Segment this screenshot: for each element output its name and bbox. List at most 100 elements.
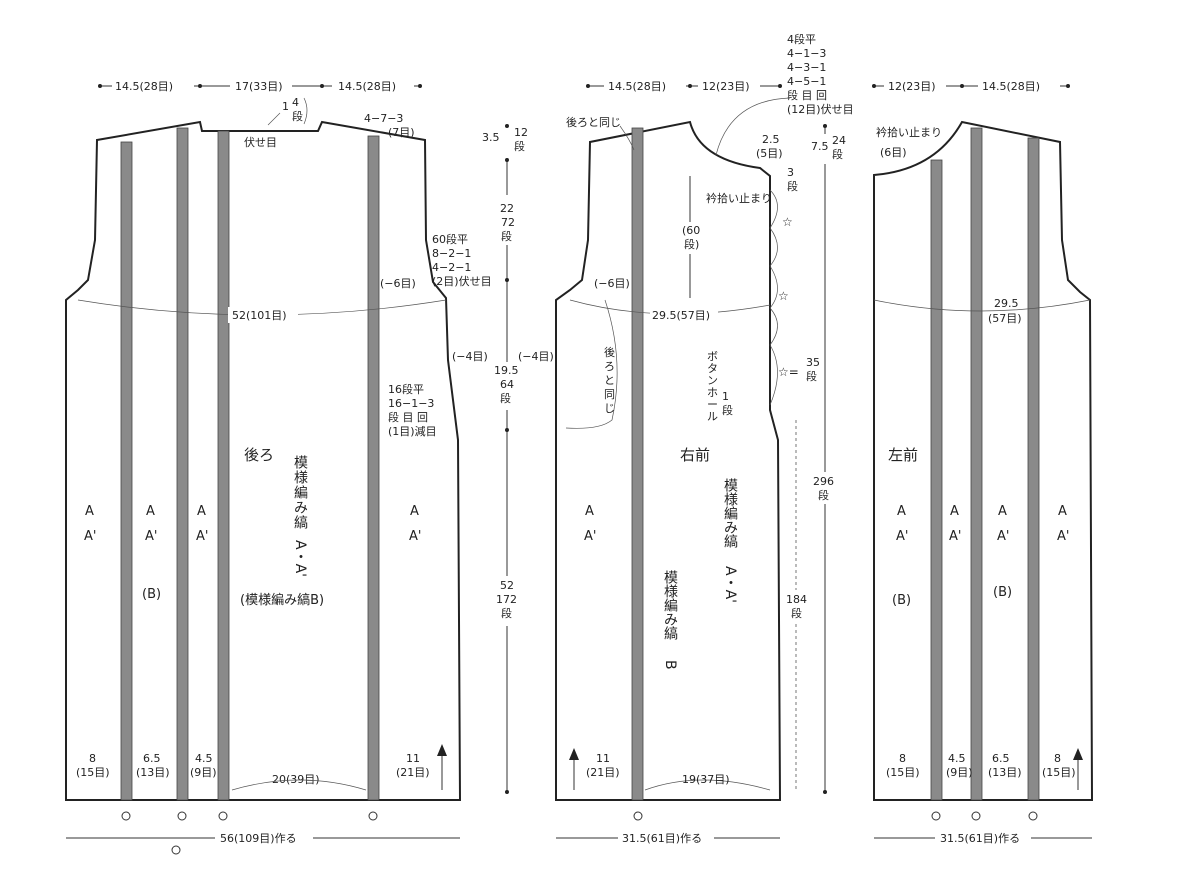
svg-text:A': A' [409,529,421,544]
svg-text:段: 段 [500,391,511,405]
svg-text:A': A' [1057,529,1069,544]
lf-top-measure-2: 14.5(28目) [982,80,1040,93]
back-side-shaping-4: (1目)減目 [388,424,437,438]
svg-text:A: A [585,504,594,519]
stripe-2 [176,127,189,801]
svg-text:19.5: 19.5 [494,364,519,377]
rf-band-rows: 184 [786,593,807,606]
lf-cast-on: 31.5(61目)作る [940,832,1020,845]
vertical-measures: 3.5 12 段 22 72 段 19.5 64 段 (−4目) 52 172 … [480,124,554,794]
back-neck-rows-2: 4 [292,96,299,109]
rf-top-measure-1: 14.5(28目) [608,80,666,93]
rf-bottom-1: 11 [596,752,610,765]
back-armhole-2: 8−2−1 [432,247,471,260]
left-front-outline [873,120,1094,801]
back-top-measure-2: 17(33目) [235,80,283,93]
svg-text:35: 35 [806,356,820,369]
svg-text:A: A [146,504,155,519]
svg-text:(5目): (5目) [756,147,783,160]
svg-text:52: 52 [500,579,514,592]
rf-collar-end: 衿拾い止まり [706,191,772,205]
back-piece: 14.5(28目) 17(33目) 14.5(28目) 1 4 段 伏せ目 4−… [65,78,492,855]
rf-rows-60: (60 [682,224,700,237]
back-top-measure-3: 14.5(28目) [338,80,396,93]
back-top-measure-1: 14.5(28目) [115,80,173,93]
lf-bottom-3: 6.5 [992,752,1010,765]
lf-aa-labels: A A' A A' A A' A A' [896,504,1069,544]
lf-stripe-2 [970,127,983,801]
right-front-outline [555,120,782,801]
svg-text:3.5: 3.5 [482,131,500,144]
svg-text:A': A' [145,529,157,544]
back-bottom-9: (21目) [396,766,430,779]
svg-text:段: 段 [501,606,512,620]
svg-text:段: 段 [514,139,525,153]
right-front-piece: 14.5(28目) 12(23目) 4段平 4−1−3 4−3−1 4−5−1 … [555,32,854,846]
svg-text:A: A [950,504,959,519]
rf-top-measure-2: 12(23目) [702,80,750,93]
rf-armhole-rows: (−6目) [594,277,630,290]
back-title: 後ろ [244,446,274,464]
svg-text:段): 段) [684,237,699,251]
rf-title: 右前 [680,446,710,464]
back-armhole-4: (2目)伏せ目 [432,274,492,288]
back-bottom-6: (9目) [190,766,217,779]
svg-text:模様編み縞: 模様編み縞 [662,570,678,640]
svg-text:A': A' [196,529,208,544]
svg-text:タ: タ [707,362,718,375]
back-outline [65,120,462,801]
svg-text:(9目): (9目) [946,766,973,779]
svg-text:段: 段 [787,179,798,193]
svg-text:段: 段 [791,606,802,620]
back-side-shaping-3: 段 目 回 [388,410,428,424]
svg-text:(12目)伏せ目: (12目)伏せ目 [787,102,854,116]
rf-star-2: ☆ [778,289,789,303]
lf-bottom-2: 4.5 [948,752,966,765]
svg-text:64: 64 [500,378,514,391]
back-neck-rows-3: 段 [292,109,303,123]
svg-text:(15目): (15目) [886,766,920,779]
back-bottom-7: 20(39目) [272,773,320,786]
rf-pattern-b: 模様編み縞 B [662,570,678,670]
svg-text:後: 後 [604,345,615,359]
lf-b-label-1: (B) [892,593,911,608]
svg-text:A: A [1058,504,1067,519]
back-shoulder-shaping-2: (7目) [388,126,415,139]
svg-text:A: A [998,504,1007,519]
lf-stripe-3 [1027,137,1040,801]
svg-text:A・A': A・A' [722,566,738,603]
svg-text:1: 1 [722,390,729,403]
svg-text:ろ: ろ [604,360,615,373]
svg-text:同: 同 [604,388,615,401]
svg-text:72: 72 [501,216,515,229]
svg-text:模様編み縞: 模様編み縞 [292,455,308,530]
lf-collar-end: 衿拾い止まり [876,125,942,139]
svg-text:ボ: ボ [707,350,718,363]
svg-text:4−1−3: 4−1−3 [787,47,826,60]
svg-text:(15目): (15目) [1042,766,1076,779]
back-armhole-3: 4−2−1 [432,261,471,274]
back-pickup-marks [121,811,378,855]
svg-text:ー: ー [707,398,718,411]
rf-star-3: ☆= [778,365,799,379]
svg-text:(21目): (21目) [586,766,620,779]
rf-collar-measure: 2.5 [762,133,780,146]
back-armhole-rows: (−6目) [380,277,416,290]
rf-cast-on: 31.5(61目)作る [622,832,702,845]
back-bottom-3: 6.5 [143,752,161,765]
svg-text:3: 3 [787,166,794,179]
rf-pattern-aa: 模様編み縞 A・A' [722,478,738,603]
rf-same-as-back-side: 後 ろ と 同 じ [604,345,615,415]
lf-collar-rows: (6目) [880,146,907,159]
svg-text:A': A' [584,529,596,544]
svg-text:ホ: ホ [707,386,718,399]
back-side-shaping-2: 16−1−3 [388,397,434,410]
back-side-dec-right: (−4目) [452,350,488,363]
svg-text:172: 172 [496,593,517,606]
rf-neck-shaping: 4段平 4−1−3 4−3−1 4−5−1 段 目 回 (12目)伏せ目 [787,32,854,116]
lf-chest-2: (57目) [988,312,1022,325]
svg-text:22: 22 [500,202,514,215]
rf-same-as-back: 後ろと同じ [566,115,621,129]
svg-text:模様編み縞: 模様編み縞 [722,478,738,548]
